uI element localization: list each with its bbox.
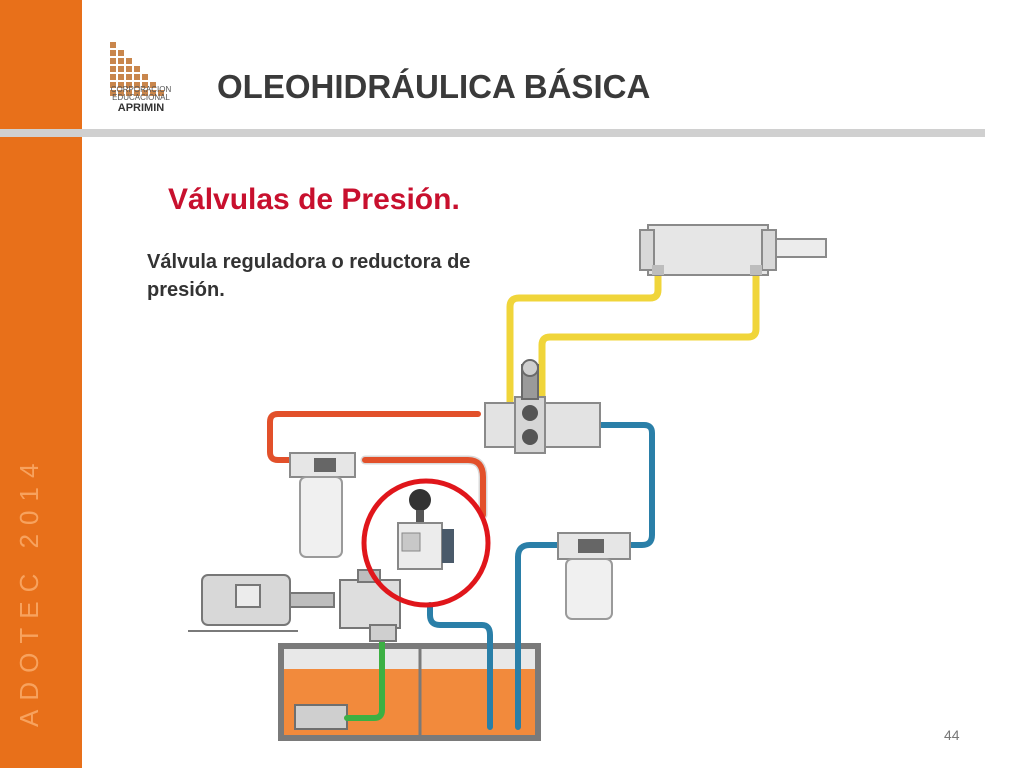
pressure-line-pipe-red [362, 457, 486, 518]
return-line-to-tank [515, 542, 565, 730]
sidebar: ADOTEC 2014 [0, 0, 82, 768]
logo-line-1: CORPORACION [110, 85, 172, 94]
cylinder-line-a [506, 266, 662, 424]
highlight-circle [361, 478, 491, 608]
logo-line-2: EDUCACIONAL [112, 93, 170, 102]
hydraulic-pump [339, 569, 401, 642]
return-line-pipe [595, 422, 655, 548]
cylinder-line-b [521, 271, 760, 441]
return-filter [557, 532, 631, 620]
hydraulic-circuit-diagram [188, 224, 827, 741]
hydraulic-cylinder [639, 224, 827, 276]
header-divider [0, 129, 985, 137]
pressure-reducing-valve [397, 489, 454, 570]
valve-caption: Válvula reguladora o reductora de presió… [147, 251, 471, 301]
sidebar-vertical-text: ADOTEC 2014 [14, 452, 44, 732]
electric-motor [188, 574, 335, 632]
aprimin-logo [110, 42, 164, 96]
reducer-return-line [427, 602, 493, 730]
page-title: OLEOHIDRÁULICA BÁSICA [217, 68, 651, 105]
logo-brand: APRIMIN [117, 102, 165, 114]
directional-valve [484, 359, 601, 454]
pressure-filter [289, 452, 356, 558]
suction-line-pipe [344, 637, 385, 721]
sidebar-label: ADOTEC 2014 [14, 454, 44, 727]
page-number: 44 [944, 727, 960, 743]
section-subtitle: Válvulas de Presión. [168, 183, 460, 216]
suction-strainer [294, 704, 348, 730]
logo-caption: CORPORACION EDUCACIONAL APRIMIN [104, 85, 178, 115]
supply-pipe-red [267, 411, 481, 463]
